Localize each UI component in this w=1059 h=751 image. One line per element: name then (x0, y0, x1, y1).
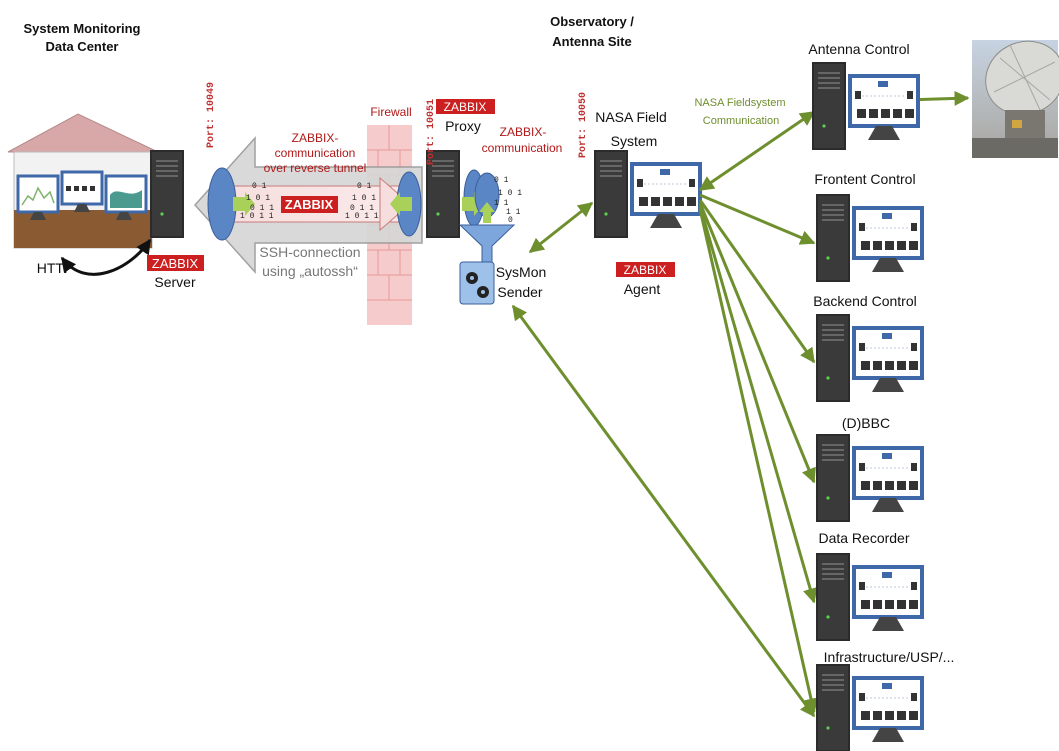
binary-left-1: 1 0 1 (246, 194, 270, 203)
tunnel-zabbix-badge (281, 196, 338, 213)
agent-zabbix-text: ZABBIX (624, 263, 667, 277)
fs-comm-label-2: Communication (703, 115, 779, 127)
binary-funnel-1: 1 0 1 (498, 189, 522, 198)
binary-left-0: 0 1 (252, 182, 267, 191)
ssh-label-2: using „autossh“ (262, 263, 358, 279)
zabbix-proxy: ZABBIX Proxy Port: 10051 ZABBIX- communi… (426, 99, 562, 238)
http-arrow (60, 238, 152, 276)
nasa-label-1: NASA Field (595, 109, 667, 125)
proxy-comm-label-1: ZABBIX- (500, 125, 547, 139)
binary-left-3: 1 0 1 1 (240, 212, 274, 221)
workstation-icon (816, 314, 922, 402)
binary-funnel-3: 1 1 (506, 208, 521, 217)
workstation-icon (816, 194, 922, 282)
binary-right-2: 0 1 1 (350, 204, 374, 213)
tunnel-zabbix-text: ZABBIX (285, 197, 334, 212)
data-center-title-1: System Monitoring (23, 21, 140, 36)
device-infrastructure: Infrastructure/USP/... (816, 649, 954, 751)
nasa-label-2: System (611, 133, 658, 149)
tunnel-label-3: over reverse tunnel (264, 161, 367, 175)
observatory-title-2: Antenna Site (552, 34, 631, 49)
binary-right-1: 1 0 1 (352, 194, 376, 203)
binary-funnel-4: 0 (508, 216, 513, 225)
radio-telescope-image (972, 40, 1059, 158)
server-port-label: Port: 10049 (206, 82, 217, 148)
data-center-house: HTTP (7, 113, 159, 276)
sysmon-funnel: 0 1 1 0 1 1 1 1 1 0 (458, 172, 522, 263)
server-tower-icon (150, 150, 184, 238)
device-backend-control: Backend Control (813, 293, 922, 402)
binary-left-2: 0 1 1 (250, 204, 274, 213)
device-label: Frontent Control (814, 171, 915, 187)
device-antenna-control: Antenna Control (808, 41, 918, 150)
proxy-port-label: Port: 10051 (426, 99, 437, 165)
server-label: Server (154, 274, 196, 290)
device-dbbc: (D)BBC (816, 415, 922, 522)
dashboard-monitor-right (104, 174, 148, 220)
binary-funnel-0: 0 1 (494, 176, 509, 185)
server-zabbix-text: ZABBIX (152, 256, 199, 271)
device-label: Antenna Control (808, 41, 909, 57)
nasa-field-system: NASA Field System Port: 10050 ZABBIX Age… (578, 92, 700, 297)
workstation-icon (812, 62, 918, 150)
link-dbbc (698, 202, 816, 484)
sysmon-sender: SysMon Sender (459, 261, 547, 305)
dashboard-monitor-left (16, 174, 60, 220)
device-label: Data Recorder (818, 530, 909, 546)
ssh-label-1: SSH-connection (259, 244, 360, 260)
dashboard-monitor-center (60, 170, 104, 212)
device-label: (D)BBC (842, 415, 890, 431)
device-data-recorder: Data Recorder (816, 530, 922, 641)
ssh-tunnel: ZABBIX 0 1 1 0 1 0 1 1 1 0 1 1 0 1 1 0 1… (193, 131, 423, 279)
device-label: Infrastructure/USP/... (824, 649, 955, 665)
workstation-icon (816, 553, 922, 641)
server-zabbix-badge (147, 255, 204, 271)
tunnel-label-1: ZABBIX- (292, 131, 339, 145)
device-label: Backend Control (813, 293, 917, 309)
sysmon-label-1: SysMon (496, 264, 547, 280)
proxy-zabbix-text: ZABBIX (444, 100, 487, 114)
proxy-comm-label-2: communication (482, 141, 563, 155)
link-sysmon-nasa (528, 201, 594, 254)
fs-comm-label-1: NASA Fieldsystem (694, 97, 785, 109)
link-frontend-control (699, 193, 816, 245)
proxy-zabbix-badge (436, 99, 495, 114)
sysmon-box (459, 261, 495, 305)
proxy-label: Proxy (445, 118, 481, 134)
data-center-title-2: Data Center (46, 39, 119, 54)
binary-right-3: 1 0 1 1 (345, 212, 379, 221)
sysmon-label-2: Sender (497, 284, 542, 300)
link-antenna-control (698, 110, 816, 192)
data-center-header: System Monitoring Data Center (23, 21, 140, 54)
observatory-header: Observatory / Antenna Site (550, 14, 634, 49)
agent-port-label: Port: 10050 (578, 92, 589, 158)
workstation-icon (816, 434, 922, 522)
workstation-icon (816, 664, 922, 751)
link-data-recorder (698, 205, 818, 604)
observatory-title-1: Observatory / (550, 14, 634, 29)
agent-zabbix-badge (616, 262, 675, 277)
zabbix-server: ZABBIX Server Port: 10049 (147, 82, 217, 290)
link-sysmon-infrastructure (511, 304, 816, 718)
http-label: HTTP (37, 260, 74, 276)
device-frontend-control: Frontent Control (814, 171, 922, 282)
firewall-label: Firewall (370, 105, 411, 119)
fieldsystem-links (511, 90, 970, 718)
gear-icon (466, 272, 489, 298)
tunnel-label-2: communication (275, 146, 356, 160)
agent-label: Agent (624, 281, 661, 297)
nasa-workstation-icon (594, 150, 700, 238)
binary-funnel-2: 1 1 (494, 199, 509, 208)
binary-right-0: 0 1 (357, 182, 372, 191)
